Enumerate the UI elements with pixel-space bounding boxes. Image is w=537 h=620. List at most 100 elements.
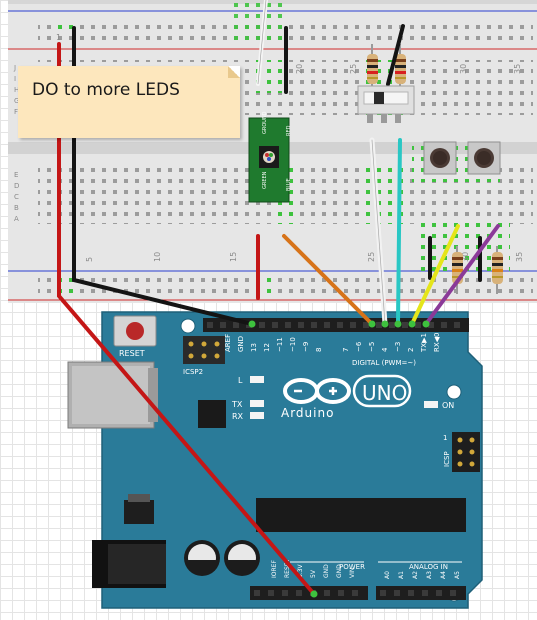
rgb-label-red: RED — [286, 125, 292, 136]
icsp-label: ICSP — [443, 451, 451, 467]
header-pin — [454, 322, 460, 328]
header-pin — [337, 322, 343, 328]
rgb-led-module: GROUND RED GREEN BLUE — [248, 111, 292, 203]
header-pin — [436, 590, 442, 596]
header-pin — [233, 322, 239, 328]
pin-label-3: ~3 — [394, 342, 402, 352]
power-pin-vin: VIN — [349, 568, 356, 578]
column-number: 35 — [515, 252, 524, 262]
header-pin — [422, 590, 428, 596]
pin-label-tx1: TX▶1 — [420, 333, 428, 353]
row-label-d: D — [14, 182, 19, 190]
led-label-l: L — [238, 376, 243, 385]
pin-label-6: ~6 — [355, 341, 363, 352]
column-number: 30 — [461, 252, 470, 262]
pin-label-aref: AREF — [224, 334, 232, 352]
header-pin — [380, 590, 386, 596]
pin-label-11: ~11 — [276, 337, 284, 352]
header-pin — [207, 322, 213, 328]
power-label: POWER — [339, 563, 365, 571]
pin-label-9: ~9 — [302, 342, 310, 352]
header-pin — [408, 590, 414, 596]
header-pin — [254, 590, 260, 596]
power-pin-5v: 5V — [310, 569, 317, 578]
slide-switch — [357, 85, 415, 123]
led-label-rx: RX — [232, 412, 244, 421]
note-fold — [228, 66, 240, 78]
header-pin — [324, 590, 330, 596]
arduino-logo — [283, 378, 351, 404]
header-pin — [324, 322, 330, 328]
icsp-pin1-label: 1 — [443, 434, 447, 442]
header-pin — [389, 322, 395, 328]
header-pin — [428, 322, 434, 328]
analog-pin-a5: A5 — [454, 571, 461, 579]
column-number: 30 — [459, 64, 468, 74]
pin-label-13: 13 — [250, 343, 258, 352]
header-pin — [259, 322, 265, 328]
pin-label-10: ~10 — [289, 337, 297, 352]
row-label-b: B — [14, 204, 19, 212]
column-number: 10 — [153, 252, 162, 262]
row-label-j: J — [13, 64, 16, 72]
row-label-e: E — [14, 171, 18, 179]
reset-button[interactable] — [113, 315, 157, 347]
header-pin — [350, 322, 356, 328]
digital-label: DIGITAL (PWM=~) — [352, 359, 416, 367]
header-pin — [298, 322, 304, 328]
pin-label-12: 12 — [263, 343, 271, 352]
row-label-f: F — [14, 108, 18, 116]
header-pin — [268, 590, 274, 596]
pin-label-rx0: RX◀0 — [433, 333, 441, 353]
power-pin-reset: RESET — [284, 558, 291, 578]
analog-pin-a3: A3 — [426, 571, 433, 579]
analog-pin-a0: A0 — [384, 571, 391, 579]
rgb-label-ground: GROUND — [262, 111, 268, 134]
row-label-i: I — [14, 75, 16, 83]
row-label-c: C — [14, 193, 19, 201]
model-label: UNO — [362, 381, 407, 405]
power-pin-gnd-2: GND — [336, 564, 343, 578]
header-pin — [296, 590, 302, 596]
icsp2-label: ICSP2 — [183, 368, 203, 376]
pin-label-2: 2 — [407, 348, 415, 352]
header-pin — [311, 322, 317, 328]
note: DO to more LEDS — [18, 66, 240, 138]
resistor-bottom — [492, 246, 503, 294]
header-pin — [352, 590, 358, 596]
column-number: 25 — [349, 64, 358, 74]
header-pin — [282, 590, 288, 596]
pin-label-5: ~5 — [368, 342, 376, 352]
pin-label-8: 8 — [315, 348, 323, 352]
resistor-top — [367, 44, 378, 90]
column-number: 5 — [85, 257, 94, 262]
note-text: DO to more LEDS — [32, 80, 180, 100]
header-pin — [402, 322, 408, 328]
analog-pin-a2: A2 — [412, 571, 419, 579]
power-pin-ioref: IOREF — [271, 560, 278, 578]
push-button — [467, 141, 501, 175]
led-label-on: ON — [442, 401, 454, 410]
header-pin — [363, 322, 369, 328]
pin-label-4: 4 — [381, 347, 389, 352]
analog-label: ANALOG IN — [409, 563, 448, 571]
brand-label: Arduino — [281, 406, 334, 420]
breadboard-jumpers — [256, 0, 482, 300]
power-pin-gnd-1: GND — [323, 564, 330, 578]
reset-label: RESET — [119, 349, 145, 358]
analog-pin-a1: A1 — [398, 571, 405, 579]
column-number: 1 — [56, 33, 61, 42]
rgb-label-green: GREEN — [262, 171, 268, 189]
rgb-label-blue: BLUE — [286, 178, 292, 191]
header-pin — [285, 322, 291, 328]
header-pin — [450, 590, 456, 596]
header-pin — [220, 322, 226, 328]
column-number: 35 — [513, 64, 522, 74]
arduino-uno-board: RESET ICSP2 AREF GND 13 12 ~11 ~10 ~9 8 … — [67, 311, 483, 609]
pin-label-gnd: GND — [237, 336, 245, 352]
power-pin-3v3: 3.3V — [297, 563, 304, 578]
led-label-tx: TX — [231, 400, 243, 409]
column-number: 15 — [229, 252, 238, 262]
header-pin — [376, 322, 382, 328]
